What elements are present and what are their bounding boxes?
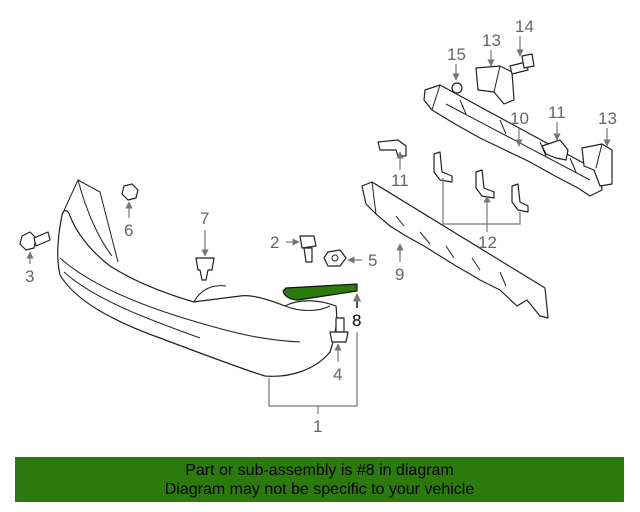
callout-11-right: 11 xyxy=(548,103,566,122)
callout-2: 2 xyxy=(270,233,279,252)
callout-5: 5 xyxy=(368,251,377,270)
parts-diagram: 14 13 15 10 11 13 11 12 9 6 3 7 2 5 8 4 … xyxy=(19,17,617,436)
bracket-11-left xyxy=(377,139,407,157)
callout-14: 14 xyxy=(515,17,534,36)
callout-3: 3 xyxy=(25,267,34,286)
bolt-14 xyxy=(509,53,535,75)
clips-12 xyxy=(433,151,529,213)
bolt-3 xyxy=(19,231,51,251)
callout-13-left: 13 xyxy=(482,31,501,50)
banner-line-part: Part or sub-assembly is #8 in diagram xyxy=(185,462,454,479)
callout-11-left: 11 xyxy=(391,171,409,190)
leader-lines xyxy=(26,36,611,414)
callout-9: 9 xyxy=(395,265,404,284)
bolt-4 xyxy=(329,317,349,343)
callout-15: 15 xyxy=(447,45,466,64)
highlighted-part-8 xyxy=(282,283,358,301)
energy-absorber xyxy=(361,181,549,319)
callout-12: 12 xyxy=(478,233,497,252)
callout-6: 6 xyxy=(124,221,133,240)
callout-8: 8 xyxy=(352,311,361,330)
banner-line-disclaimer: Diagram may not be specific to your vehi… xyxy=(164,481,475,498)
part-info-banner: Part or sub-assembly is #8 in diagram Di… xyxy=(15,457,624,502)
bumper-cover xyxy=(57,179,338,377)
callout-10: 10 xyxy=(510,109,529,128)
bolt-2 xyxy=(299,235,317,263)
callout-1: 1 xyxy=(313,417,322,436)
cap-15 xyxy=(451,82,463,94)
bracket-13-left xyxy=(475,65,515,105)
clip-7 xyxy=(195,257,215,281)
callout-13-right: 13 xyxy=(598,109,617,128)
nut-6 xyxy=(121,183,139,201)
nut-5 xyxy=(323,249,347,267)
callout-4: 4 xyxy=(333,365,342,384)
callout-7: 7 xyxy=(200,209,209,228)
